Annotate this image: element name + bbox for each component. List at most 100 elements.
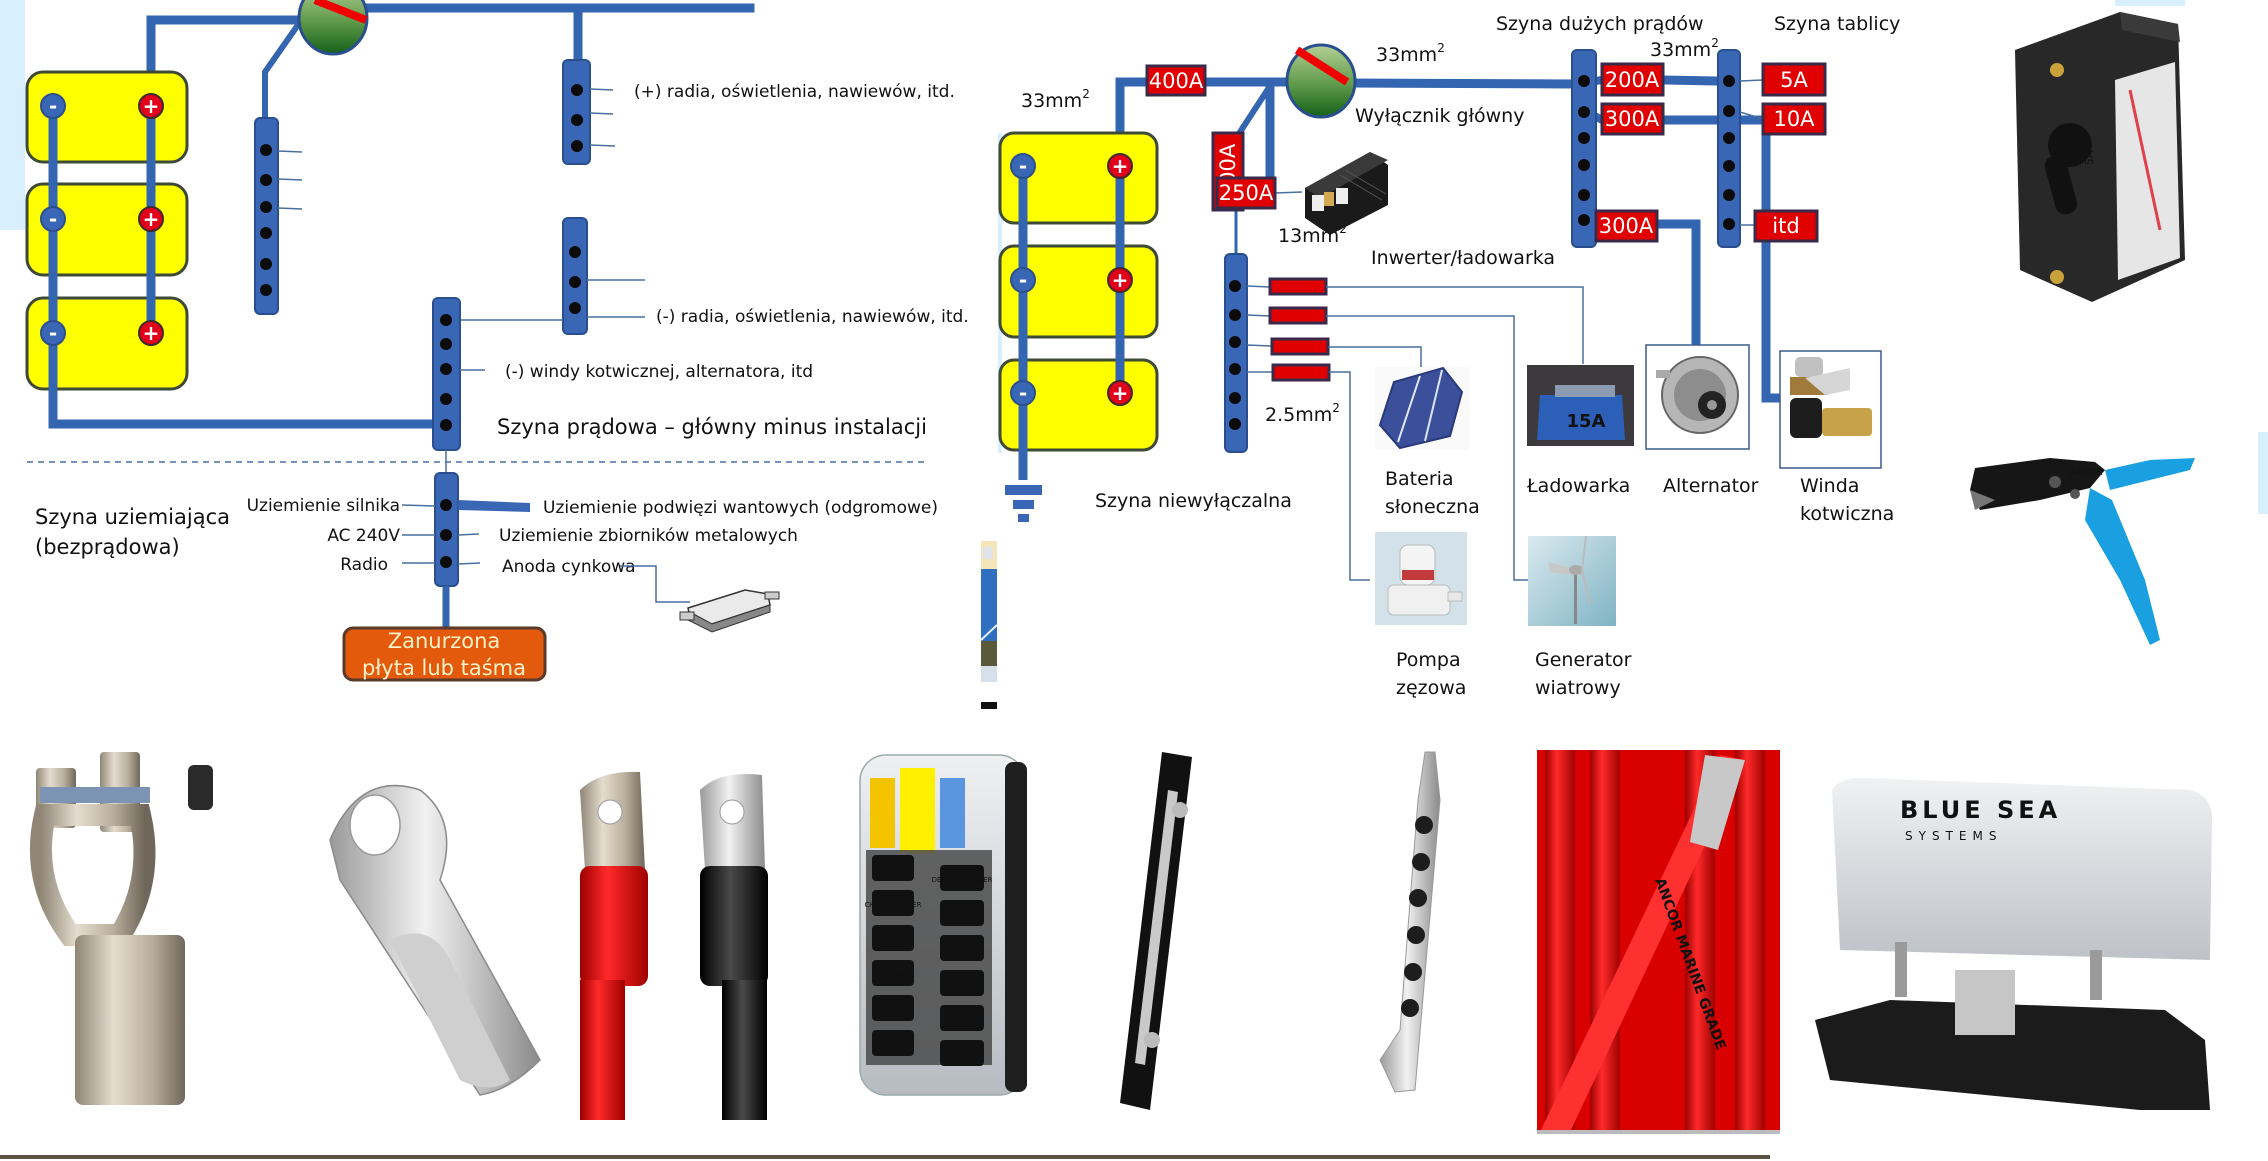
switch-to-bus-wire (262, 17, 305, 121)
svg-text:+: + (1112, 154, 1129, 178)
red-marine-cable-photo: ANCOR MARINE GRADE (1537, 750, 1780, 1134)
fuse-200a: 200A (1600, 62, 1665, 97)
fuse-holder-brand: BLUE SEA (1900, 796, 2061, 824)
svg-text:itd: itd (1772, 214, 1799, 238)
svg-text:300A: 300A (1599, 214, 1654, 238)
svg-text:-: - (1019, 268, 1027, 292)
fuse-block-label: DEPTH SOUNDER (932, 865, 993, 891)
ground-left-label-ac: AC 240V (327, 526, 400, 546)
negative-terminal: - (40, 320, 66, 346)
red-black-battery-cables-photo (580, 771, 768, 1120)
cable-size-switch: 33mm2 (1376, 41, 1445, 66)
fuse-block-label: SPARE (872, 1030, 914, 1056)
negative-terminal: - (40, 93, 66, 119)
zinc-anode-icon (679, 589, 780, 633)
small-fuse (1270, 337, 1330, 356)
main-switch-icon (1285, 43, 1357, 119)
wind-wire (1326, 315, 1528, 581)
steel-bus-bar-photo (1379, 751, 1441, 1093)
battery-bank-left: - + - + - + (25, 70, 189, 424)
svg-text:+: + (143, 207, 160, 231)
switched-bus-bar (254, 117, 303, 315)
inverter-icon (1305, 152, 1388, 235)
svg-text:ACCESSORY: ACCESSORY (872, 1006, 915, 1014)
positive-terminal: + (138, 93, 164, 119)
fuse-300a-alternator: 300A (1594, 209, 1659, 243)
unswitched-feed-wire (1235, 81, 1275, 137)
svg-text:400A: 400A (1149, 69, 1204, 93)
winch-wire (1658, 115, 1795, 403)
breaker-rating: 5A (2083, 150, 2096, 165)
solar-label-line1: Bateria (1385, 468, 1454, 490)
svg-text:SPARE: SPARE (882, 1041, 904, 1049)
svg-text:RADIO: RADIO (951, 981, 974, 989)
fuse-holder-subbrand: SYSTEMS (1905, 829, 2002, 843)
inverter-lead (1274, 191, 1303, 194)
svg-text:RADAR: RADAR (881, 971, 905, 979)
fuse-holder-photo: BLUE SEA SYSTEMS (1815, 778, 2212, 1110)
fuse-block-label: RADIO (940, 970, 984, 996)
fuse-block-label: RADAR (872, 960, 914, 986)
fuse-300a-winch: 300A (1600, 102, 1665, 136)
positive-terminal: + (138, 206, 164, 232)
main-switch-label: Wyłącznik główny (1355, 105, 1524, 127)
copper-lug-photo (329, 784, 541, 1096)
svg-text:300A: 300A (1605, 107, 1660, 131)
svg-text:FISH FINDER: FISH FINDER (940, 911, 984, 919)
svg-text:VHF: VHF (955, 1016, 969, 1024)
svg-text:-: - (1019, 154, 1027, 178)
svg-text:CHART PLOTTER: CHART PLOTTER (865, 901, 922, 909)
pump-label-line2: zęzowa (1396, 677, 1466, 699)
plate-label-line2: płyta lub taśma (362, 656, 526, 680)
cropped-building-photo (980, 541, 998, 709)
minus-small-bus-bar (460, 217, 645, 335)
battery-clamp-terminal-photo (29, 752, 213, 1105)
cable-size-battery: 33mm2 (1021, 87, 1090, 112)
plate-label-line1: Zanurzona (388, 629, 501, 653)
fuse-block-label: FISH FINDER (940, 900, 984, 926)
fuse-block-label: STEREO (940, 935, 984, 961)
inverter-label: Inwerter/ładowarka (1371, 247, 1555, 269)
panel-bus-bar (1717, 49, 1764, 248)
fuse-more: itd (1753, 209, 1819, 243)
bilge-pump-icon (1375, 532, 1467, 625)
main-switch-icon (297, 0, 369, 56)
bottom-edge-line (0, 1155, 1770, 1159)
lightning-ground-wire (458, 500, 530, 512)
charger-label: Ładowarka (1526, 475, 1630, 497)
positive-terminal: + (1107, 267, 1133, 293)
fuse-block-label: GPS (872, 925, 914, 951)
svg-text:250A: 250A (1219, 181, 1274, 205)
positive-terminal: + (1107, 153, 1133, 179)
svg-text:+: + (1112, 381, 1129, 405)
minus-anchor-label: (-) windy kotwicznej, alternatora, itd (505, 362, 813, 382)
positive-terminal: + (138, 320, 164, 346)
fuse-400a: 400A (1145, 64, 1207, 97)
fuse-10a: 10A (1761, 102, 1827, 136)
svg-text:-: - (49, 321, 57, 345)
switch-to-highcurrent-wire (1347, 78, 1577, 89)
fuse-block-label: SPARE (940, 1040, 984, 1066)
winch-label-line2: kotwiczna (1800, 503, 1894, 525)
fuse-block-labels: AUTO PILOT DEPTH SOUNDER CHART PLOTTER F… (865, 855, 993, 1066)
left-diagram: - + - + - + (+) radia, oświetlenia, nawi… (0, 0, 969, 682)
bottom-photo-strip: AUTO PILOT DEPTH SOUNDER CHART PLOTTER F… (0, 750, 2212, 1159)
fuse-5a: 5A (1761, 62, 1827, 97)
svg-text:15A: 15A (1567, 411, 1606, 432)
ground-bus-bar (401, 472, 530, 628)
plus-bus-label: (+) radia, oświetlenia, nawiewów, itd. (634, 82, 955, 102)
fuse-block-label: ACCESSORY (872, 995, 915, 1021)
negative-terminal: - (1010, 153, 1036, 179)
solar-wire (1328, 346, 1422, 368)
right-diagram: - + - + - + 33mm2 33mm2 13mm2 2.5mm2 400… (998, 13, 1900, 699)
negative-terminal: - (1010, 380, 1036, 406)
fuse-250a: 250A (1215, 176, 1277, 210)
solar-panel-icon (1375, 366, 1470, 450)
svg-text:5A: 5A (1780, 68, 1808, 92)
svg-text:STEREO: STEREO (948, 946, 976, 954)
svg-text:AUTO PILOT: AUTO PILOT (872, 866, 914, 874)
unswitched-bus-title: Szyna niewyłączalna (1095, 490, 1292, 512)
pump-wire (1329, 371, 1370, 581)
negative-terminal: - (1010, 267, 1036, 293)
